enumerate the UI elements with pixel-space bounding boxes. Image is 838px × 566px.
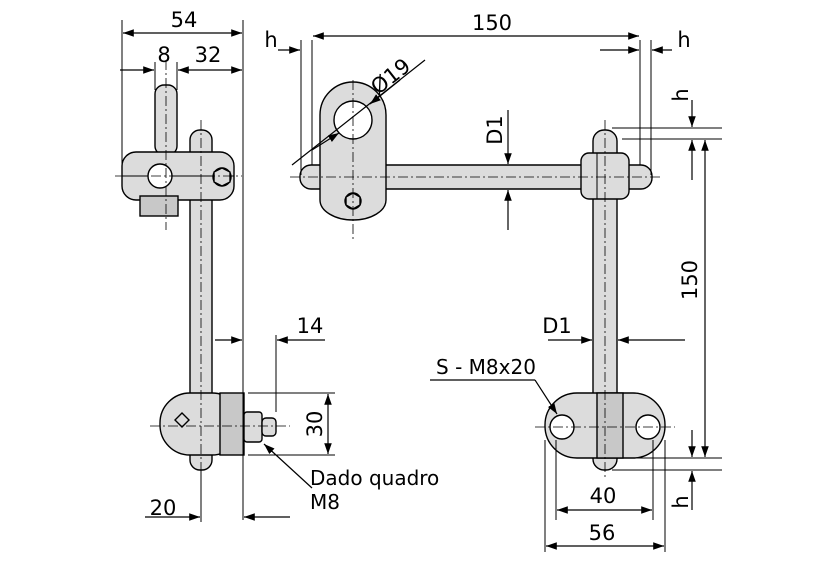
side-view (115, 60, 290, 480)
side-view-dimensions: 54 8 32 14 30 Dado quadro M8 20 (120, 8, 439, 522)
front-view (290, 80, 675, 480)
dim-d1-mid-label: D1 (542, 314, 572, 338)
dim-d1-top-label: D1 (483, 115, 507, 145)
dia19-arrow-a (369, 79, 401, 105)
dado-leader (263, 443, 313, 489)
dim-150-right-label: 150 (678, 260, 702, 300)
dim-56-label: 56 (589, 521, 616, 545)
dim-54-label: 54 (171, 8, 198, 32)
dim-20-label: 20 (150, 496, 177, 520)
square-nut-tip (261, 417, 277, 437)
dim-h-right-label: h (677, 28, 690, 52)
dim-8-label: 8 (157, 43, 170, 67)
side-top-hex (213, 167, 231, 187)
dado-label-line1: Dado quadro (310, 466, 439, 490)
dim-14-label: 14 (297, 314, 324, 338)
dim-150-top-label: 150 (472, 11, 512, 35)
dia19-arrow-b (311, 132, 340, 151)
front-bottom-clamp-center (596, 392, 624, 459)
side-bottom-clamp-plate (219, 392, 245, 456)
screw-leader-arrow (534, 379, 558, 415)
square-nut (243, 411, 263, 443)
dim-h-upper-label: h (669, 88, 693, 101)
dado-label-line2: M8 (310, 490, 340, 514)
dim-h-left-label: h (264, 28, 277, 52)
dim-h-lower-label: h (669, 495, 693, 508)
side-top-clamp-foot (139, 195, 179, 217)
dim-32-label: 32 (195, 43, 222, 67)
dim-30-label: 30 (303, 411, 327, 438)
dia19-leader (291, 59, 426, 166)
screw-label: S - M8x20 (436, 355, 536, 379)
side-bottom-hole-mark (174, 412, 190, 428)
dim-40-label: 40 (590, 484, 617, 508)
